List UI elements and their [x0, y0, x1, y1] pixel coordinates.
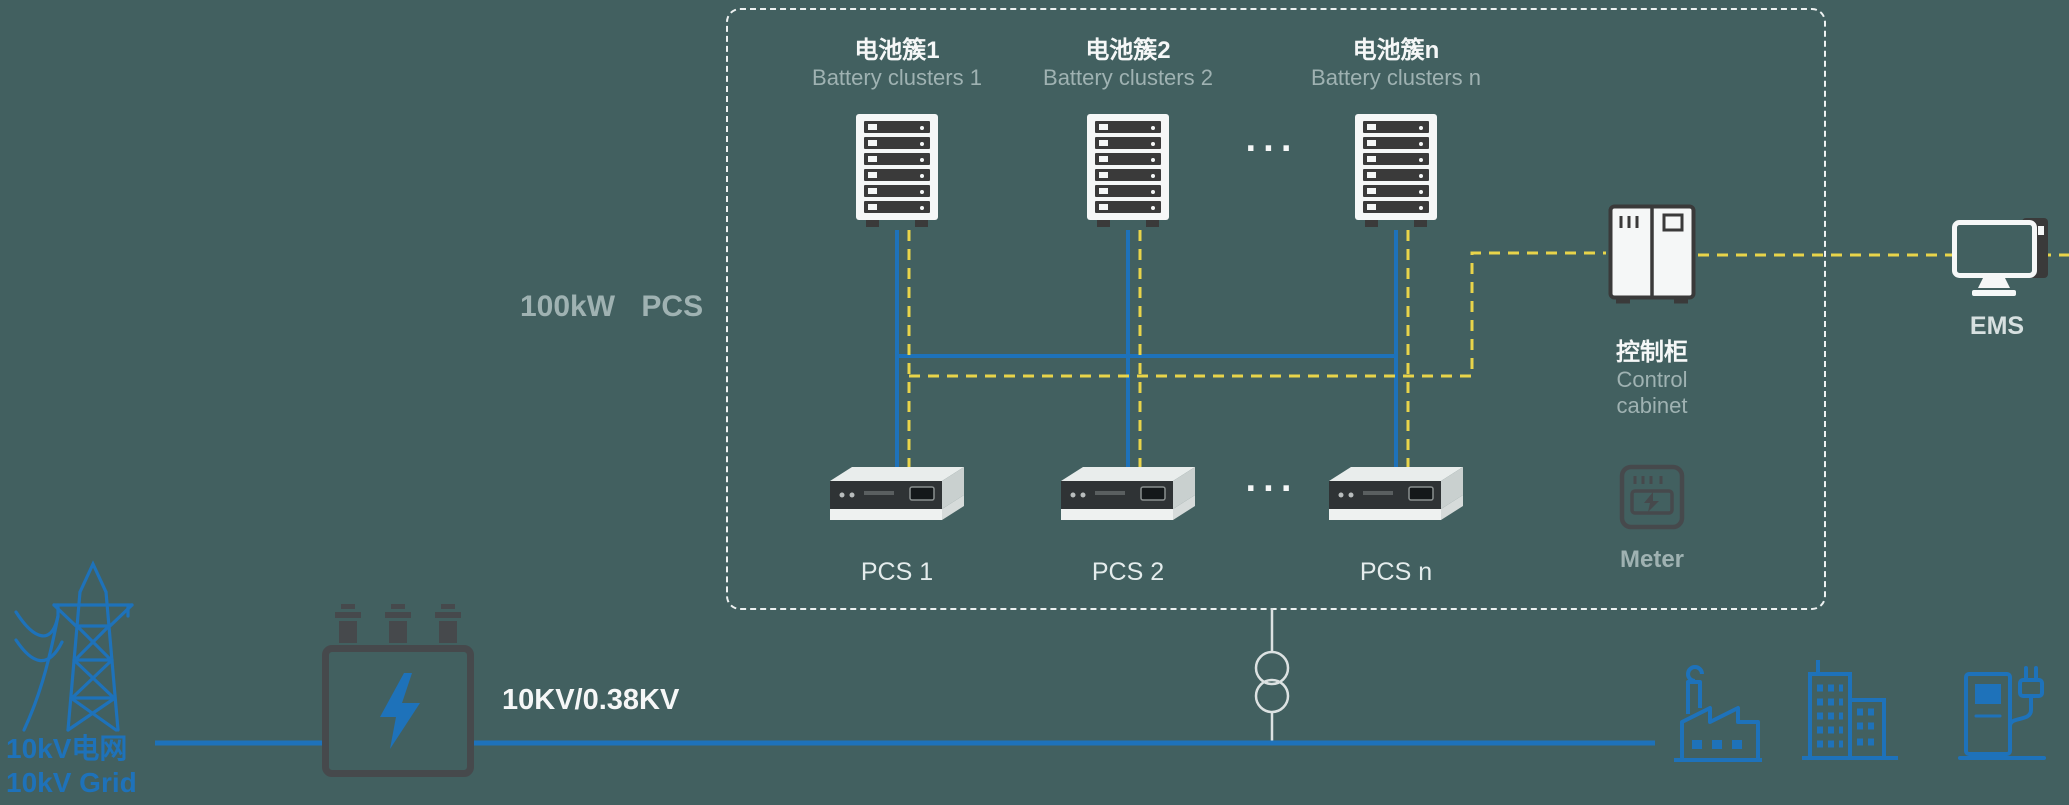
battery-cluster-n: 电池簇n Battery clusters n — [1266, 30, 1526, 227]
pcs-unit-1-label: PCS 1 — [860, 558, 934, 586]
meter-label: Meter — [1619, 546, 1685, 573]
battery-cluster-2-label-zh: 电池簇2 — [1085, 37, 1171, 64]
pcs-unit-2-label: PCS 2 — [1091, 558, 1165, 586]
transformer-icon — [322, 645, 474, 777]
load-factory — [1672, 662, 1764, 773]
battery-rack-icon — [856, 114, 938, 227]
pcs-converter-icon — [1329, 467, 1463, 520]
battery-cluster-2: 电池簇2 Battery clusters 2 — [998, 30, 1258, 227]
meter: Meter — [1590, 464, 1714, 574]
battery-rack-icon — [1355, 114, 1437, 227]
battery-cluster-1-label-zh: 电池簇1 — [854, 37, 940, 64]
pcs-ellipsis: ··· — [1245, 468, 1299, 510]
transformer-bushings — [334, 604, 462, 643]
pcs-system-boundary — [726, 8, 1826, 610]
ems-label: EMS — [1969, 312, 2025, 340]
bushing-icon — [334, 604, 362, 643]
pcs-unit-n: PCS n — [1329, 466, 1463, 586]
grid-label-zh: 10kV电网 — [6, 733, 128, 764]
battery-cluster-1-label-en: Battery clusters 1 — [812, 65, 982, 90]
pcs-converter-icon — [830, 467, 964, 520]
ems-monitor-icon — [1952, 218, 2048, 296]
battery-rack-icon — [1087, 114, 1169, 227]
control-cabinet-label-en: Control cabinet — [1616, 367, 1688, 418]
pcs-group-label: 100kW PCS — [520, 290, 704, 323]
pcs-unit-n-label: PCS n — [1359, 558, 1433, 586]
buildings-icon — [1802, 660, 1898, 760]
control-cabinet-icon — [1608, 204, 1696, 304]
grid-label-en: 10kV Grid — [6, 767, 137, 798]
control-cabinet-label-zh: 控制柜 — [1616, 339, 1688, 366]
transmission-tower-icon — [14, 560, 134, 732]
bushing-icon — [384, 604, 412, 643]
factory-icon — [1674, 665, 1762, 762]
transformer-ratio-label: 10KV/0.38KV — [502, 684, 680, 716]
pcs-converter-icon — [1061, 467, 1195, 520]
bushing-icon — [434, 604, 462, 643]
battery-cluster-n-label-zh: 电池簇n — [1352, 37, 1440, 64]
ev-charger-icon — [1958, 666, 2046, 760]
ems: EMS — [1952, 214, 2064, 341]
load-ev-charger — [1954, 654, 2049, 769]
pcs-unit-1: PCS 1 — [830, 466, 964, 586]
grid-source: 10kV电网 10kV Grid — [6, 548, 154, 798]
pcs-unit-2: PCS 2 — [1061, 466, 1195, 586]
grid-coupling-symbol — [1254, 608, 1290, 741]
control-cabinet: 控制柜 Control cabinet — [1590, 204, 1714, 419]
lightning-bolt-icon — [380, 673, 420, 749]
meter-icon — [1619, 464, 1685, 530]
battery-cluster-1: 电池簇1 Battery clusters 1 — [767, 30, 1027, 227]
battery-cluster-n-label-en: Battery clusters n — [1311, 65, 1481, 90]
battery-cluster-2-label-en: Battery clusters 2 — [1043, 65, 1213, 90]
load-buildings — [1798, 652, 1902, 769]
cluster-ellipsis: ··· — [1245, 128, 1299, 170]
